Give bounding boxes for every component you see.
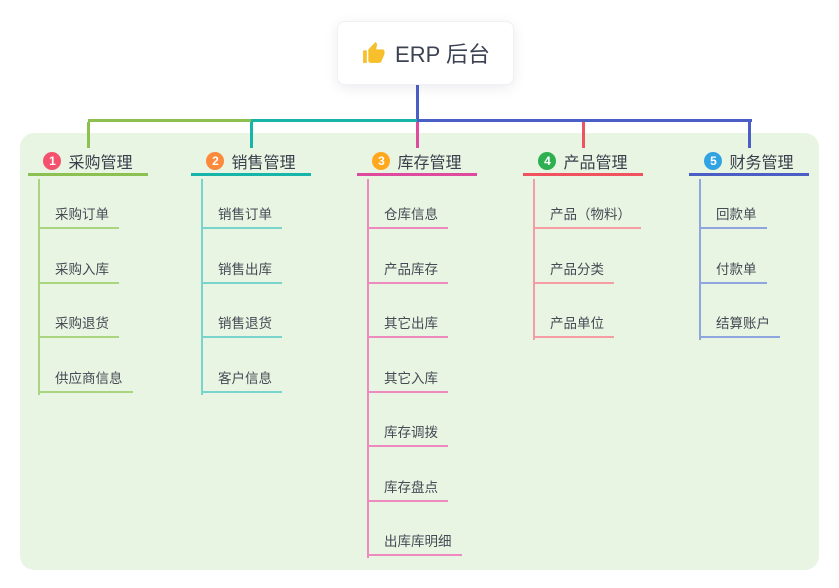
branch-spine-5 [699,179,701,340]
child-node[interactable]: 产品库存 [367,258,448,284]
branch-number-badge: 4 [538,151,557,170]
child-node[interactable]: 销售出库 [201,258,282,284]
branch-title-label: 库存管理 [397,154,462,172]
branch-node-1[interactable]: 1 采购管理 [28,148,148,176]
thumbs-up-icon [361,41,386,66]
branch-spine-3 [367,179,369,558]
branch-spine-2 [201,179,203,395]
child-node[interactable]: 结算账户 [699,312,780,338]
branch-title-label: 产品管理 [563,154,628,172]
child-node[interactable]: 回款单 [699,203,767,229]
connector-bus-segment-left [88,119,251,122]
branch-number-badge: 3 [372,151,391,170]
connector-drop-2 [250,122,253,148]
child-node[interactable]: 仓库信息 [367,203,448,229]
branch-node-4[interactable]: 4 产品管理 [523,148,643,176]
connector-drop-1 [87,122,90,148]
branch-node-2[interactable]: 2 销售管理 [191,148,311,176]
root-node[interactable]: ERP 后台 [337,21,514,85]
child-node[interactable]: 出库库明细 [367,530,462,556]
child-node[interactable]: 采购入库 [38,258,119,284]
branch-spine-1 [38,179,40,395]
child-node[interactable]: 供应商信息 [38,367,133,393]
root-label: ERP 后台 [395,42,490,67]
child-node[interactable]: 销售订单 [201,203,282,229]
connector-bus-segment-middle [251,119,417,122]
branch-title-label: 采购管理 [68,154,133,172]
child-node[interactable]: 销售退货 [201,312,282,338]
child-node[interactable]: 库存调拨 [367,421,448,447]
connector-bus-segment-right [417,119,752,122]
branch-node-3[interactable]: 3 库存管理 [357,148,477,176]
child-node[interactable]: 付款单 [699,258,767,284]
branches-panel [20,133,819,570]
branch-number-badge: 2 [206,151,225,170]
branch-title-label: 财务管理 [729,154,794,172]
branch-title-label: 销售管理 [231,154,296,172]
branch-number-badge: 1 [43,151,62,170]
child-node[interactable]: 其它入库 [367,367,448,393]
root-connector [416,85,419,122]
child-node[interactable]: 其它出库 [367,312,448,338]
child-node[interactable]: 采购订单 [38,203,119,229]
child-node[interactable]: 采购退货 [38,312,119,338]
child-node[interactable]: 库存盘点 [367,476,448,502]
connector-drop-5 [748,122,751,148]
connector-drop-4 [582,122,585,148]
child-node[interactable]: 产品（物料） [533,203,641,229]
child-node[interactable]: 产品单位 [533,312,614,338]
branch-node-5[interactable]: 5 财务管理 [689,148,809,176]
child-node[interactable]: 客户信息 [201,367,282,393]
child-node[interactable]: 产品分类 [533,258,614,284]
branch-spine-4 [533,179,535,340]
connector-drop-3 [416,122,419,148]
branch-number-badge: 5 [704,151,723,170]
